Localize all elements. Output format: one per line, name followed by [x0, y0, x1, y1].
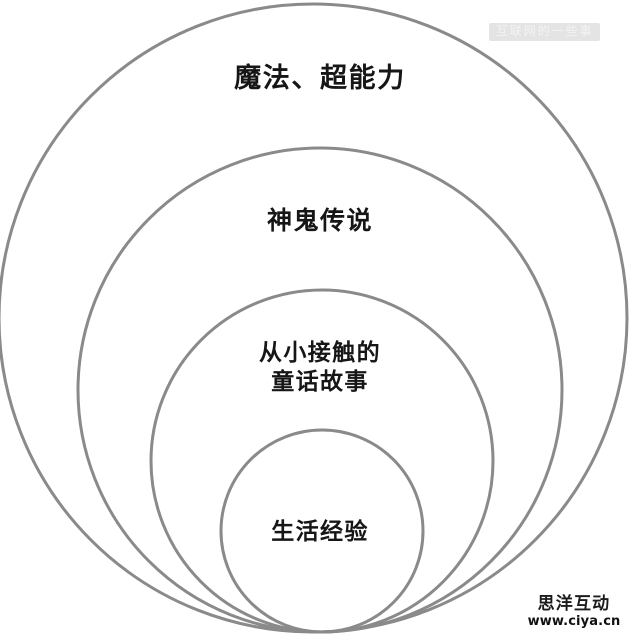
site-watermark: 互联网的一些事: [489, 23, 601, 42]
brand-name: 思洋互动: [537, 594, 611, 614]
ring-label-magic-superpower: 魔法、超能力: [234, 63, 406, 94]
brand-url: www.ciya.cn: [527, 613, 621, 629]
ring-label-childhood-fairytale: 从小接触的 童话故事: [259, 340, 381, 396]
ring-label-life-experience: 生活经验: [271, 519, 369, 545]
ring-label-ghost-legend: 神鬼传说: [266, 206, 373, 235]
brand-logo: 思洋互动 www.ciya.cn: [516, 594, 632, 629]
ring-circle-inner: [219, 428, 425, 634]
